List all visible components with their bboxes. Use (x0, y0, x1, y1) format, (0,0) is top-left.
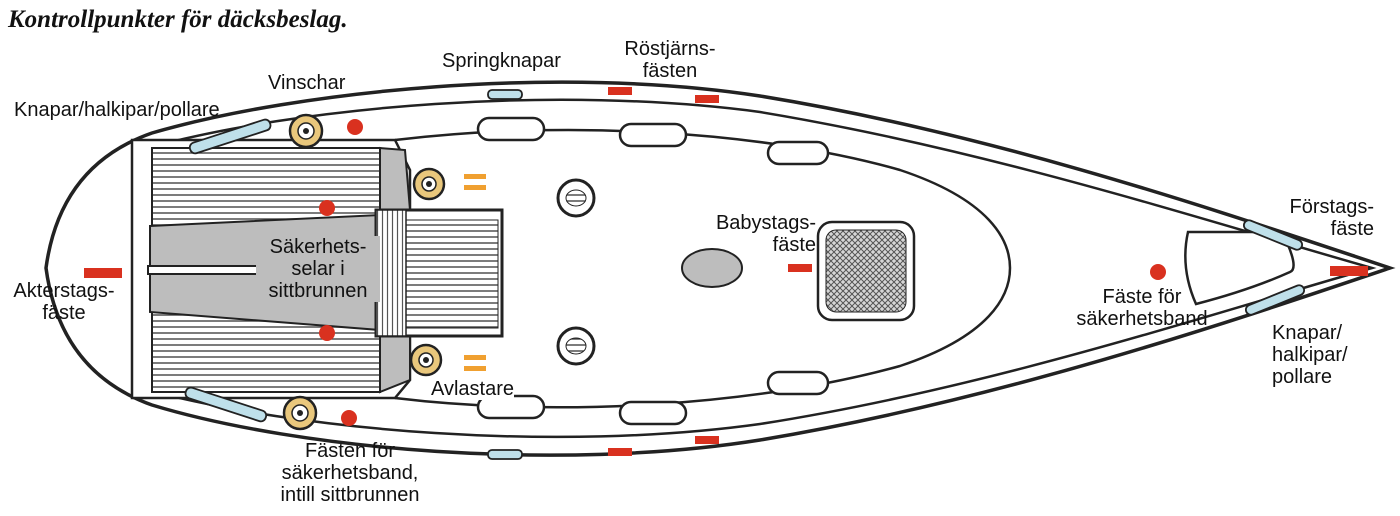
deck-edge-line (139, 98, 1377, 439)
label-line: Fästen för (304, 440, 396, 462)
winch (409, 343, 443, 377)
label-rostjarnsfasten: Röstjärns- fästen (610, 38, 730, 82)
winch (282, 395, 318, 431)
label-vinschar: Vinschar (268, 72, 346, 94)
label-avlastare: Avlastare (431, 378, 515, 400)
label-line: Säkerhets- (269, 236, 367, 258)
mast (681, 248, 743, 288)
label-sakerhetsselar: Säkerhets- selar i sittbrunnen (256, 236, 380, 302)
winch (288, 113, 324, 149)
portlight (766, 370, 830, 396)
label-line: Förstags- (1289, 196, 1374, 218)
label-knapar-fwd: Knapar/ halkipar/ pollare (1272, 322, 1348, 388)
label-line: fäste (1330, 218, 1374, 240)
label-line: Akterstags- (13, 280, 115, 302)
tiller (147, 265, 262, 275)
vent (556, 326, 596, 366)
anchor-locker (1184, 230, 1295, 306)
winch (412, 167, 446, 201)
label-line: selar i (291, 258, 345, 280)
portlight (618, 122, 688, 148)
label-line: pollare (1272, 366, 1333, 388)
label-line: säkerhetsband (1076, 308, 1208, 330)
label-springknapar: Springknapar (442, 50, 561, 72)
label-line: halkipar/ (1272, 344, 1348, 366)
label-faste-sakerhetsband: Fäste för säkerhetsband (1060, 286, 1224, 330)
vent (556, 178, 596, 218)
label-line: Knapar/ (1272, 322, 1343, 344)
label-line: Babystags- (715, 212, 816, 234)
orange-markers (464, 174, 486, 371)
diagram-title: Kontrollpunkter för däcksbeslag. (8, 6, 348, 33)
label-forstagsfaste: Förstags- fäste (1260, 196, 1374, 240)
label-line: Fäste för (1102, 286, 1182, 308)
label-fasten-sittbrunnen: Fästen för säkerhetsband, intill sittbru… (250, 440, 450, 506)
label-line: fäste (772, 234, 816, 256)
label-babystagsfaste: Babystags- fäste (698, 212, 816, 256)
label-line: fäste (42, 302, 86, 324)
label-line: intill sittbrunnen (280, 484, 420, 506)
label-knapar-aft: Knapar/halkipar/pollare (14, 99, 220, 121)
label-line: säkerhetsband, (281, 462, 419, 484)
portlight (476, 116, 546, 142)
cleat (184, 89, 1306, 460)
label-line: fästen (642, 60, 698, 82)
label-akterstagsfaste: Akterstags- fäste (4, 280, 124, 324)
portlight (766, 140, 830, 166)
label-line: Röstjärns- (624, 38, 716, 60)
red-attachment-points (84, 87, 1368, 456)
portlight (618, 400, 688, 426)
cockpit-seat-top (151, 147, 381, 227)
label-line: sittbrunnen (268, 280, 368, 302)
